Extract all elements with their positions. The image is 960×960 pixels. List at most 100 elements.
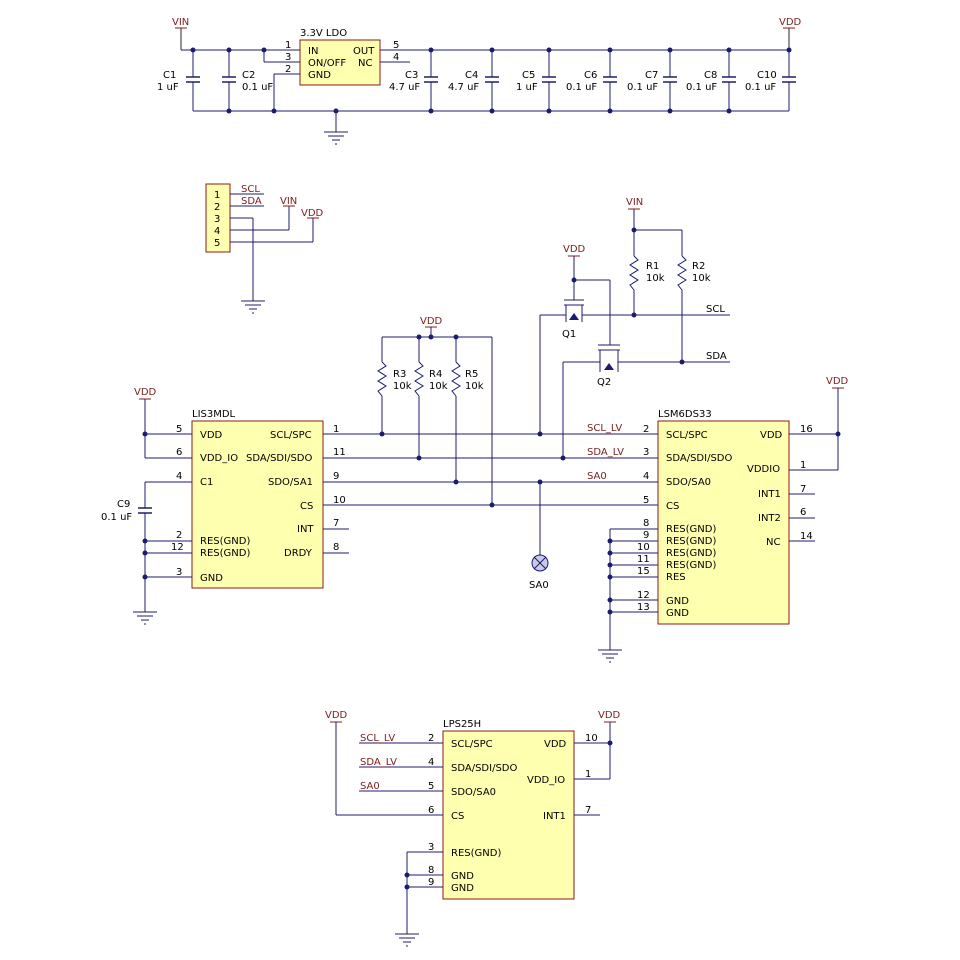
lis3mdl-pin-drdy: DRDY [284, 548, 313, 559]
lis-vdd-label: VDD [134, 387, 157, 398]
lis3mdl-num-4: 4 [176, 471, 182, 482]
lsm-num-15: 15 [637, 566, 650, 577]
sda-net-label: SDA [706, 351, 727, 362]
header-vin-label: VIN [280, 196, 297, 207]
lsm-num-16: 16 [800, 424, 813, 435]
bus-sda-lv-label: SDA_LV [587, 447, 624, 458]
lps-num-7: 7 [585, 805, 591, 816]
header-pin-4: 4 [214, 226, 220, 237]
q-vdd-label: VDD [563, 244, 586, 255]
ground-symbol-ldo [324, 131, 348, 145]
transistor-q2: Q2 [563, 344, 730, 388]
lis3mdl-num-9: 9 [333, 471, 339, 482]
vdd-label: VDD [779, 17, 802, 28]
lsm-pin-int2: INT2 [758, 513, 781, 524]
lis3mdl-num-11: 11 [333, 447, 346, 458]
ldo-regulator [299, 39, 381, 86]
c5-value: 1 uF [516, 82, 538, 93]
c5-ref: C5 [522, 70, 535, 81]
lsm-num-14: 14 [800, 531, 813, 542]
r4-ref: R4 [429, 369, 442, 380]
lps-num-3: 3 [428, 842, 434, 853]
lps-sda-lv-label: SDA_LV [360, 757, 397, 768]
bus-num-2: 2 [643, 424, 649, 435]
bus-num-3: 3 [643, 447, 649, 458]
bus-sa0-label: SA0 [587, 471, 607, 482]
c9-ref: C9 [117, 499, 130, 510]
lps-scl-lv-label: SCL_LV [360, 733, 395, 744]
lsm-pin-res-8: RES(GND) [666, 524, 716, 535]
bus-num-5: 5 [643, 495, 649, 506]
bus-num-4: 4 [643, 471, 649, 482]
lps-num-8: 8 [428, 865, 434, 876]
ldo-pin-out: OUT [353, 46, 375, 57]
capacitor-c7: C7 0.1 uF [627, 50, 677, 111]
level-shifter: VDD VIN R1 10k R2 10k [539, 197, 730, 458]
lis3mdl-pin-gnd: GND [200, 573, 223, 584]
lis3mdl-pin-res-12: RES(GND) [200, 548, 250, 559]
capacitor-c8: C8 0.1 uF [686, 50, 736, 111]
c4-value: 4.7 uF [448, 82, 479, 93]
r1-value: 10k [646, 273, 665, 284]
vin-label: VIN [172, 17, 189, 28]
lis3mdl-pin-vdd: VDD [200, 430, 223, 441]
lps-num-6: 6 [428, 805, 434, 816]
lsm-num-7: 7 [800, 484, 806, 495]
lis3mdl-pin-cs: CS [300, 501, 313, 512]
ldo-pin-num-1: 1 [285, 40, 291, 51]
capacitor-c5: C5 1 uF [516, 50, 556, 111]
lis3mdl-num-8: 8 [333, 542, 339, 553]
c2-ref: C2 [242, 70, 255, 81]
transistor-q1: Q1 [540, 299, 730, 340]
lps-num-4: 4 [428, 757, 434, 768]
lps-sa0-label: SA0 [360, 781, 380, 792]
ldo-pin-onoff: ON/OFF [308, 58, 346, 69]
lsm-pin-scl: SCL/SPC [666, 430, 708, 441]
capacitor-c4: C4 4.7 uF [448, 50, 499, 111]
r1-ref: R1 [646, 261, 659, 272]
ldo-pin-num-2: 2 [285, 64, 291, 75]
lps-pin-int1: INT1 [543, 811, 566, 822]
power-section: VIN VDD 3.3V LDO IN ON/OFF GND OUT NC 1 … [157, 17, 802, 145]
lsm-num-13: 13 [637, 602, 650, 613]
lsm-pin-sda: SDA/SDI/SDO [666, 453, 732, 464]
lsm-num-10: 10 [637, 542, 650, 553]
c4-ref: C4 [465, 70, 478, 81]
ldo-pin-nc: NC [358, 58, 372, 69]
lps-num-10: 10 [585, 733, 598, 744]
power-junctions [190, 47, 792, 114]
lis3mdl-pin-c1: C1 [200, 477, 213, 488]
lis3mdl-chip [191, 420, 324, 589]
lsm-num-1: 1 [800, 460, 806, 471]
lis3mdl-pin-sda: SDA/SDI/SDO [246, 453, 312, 464]
c6-value: 0.1 uF [566, 82, 597, 93]
capacitor-c2: C2 0.1 uF [222, 50, 273, 111]
lps-pin-res: RES(GND) [451, 848, 501, 859]
lsm-pin-gnd-13: GND [666, 608, 689, 619]
ldo-pin-in: IN [308, 46, 318, 57]
sa0-test-point-label: SA0 [529, 580, 549, 591]
pullup-resistors: VDD R3 10k R4 10k R5 10k [377, 316, 484, 482]
lps-pin-cs: CS [451, 811, 464, 822]
r-vdd-label: VDD [420, 316, 443, 327]
lis3mdl-num-1: 1 [333, 424, 339, 435]
r-vin-label: VIN [626, 197, 643, 208]
lsm-vdd-label: VDD [826, 376, 849, 387]
lps-pin-sda: SDA/SDI/SDO [451, 763, 517, 774]
lps-num-1: 1 [585, 769, 591, 780]
r3-value: 10k [393, 381, 412, 392]
capacitor-c6: C6 0.1 uF [566, 50, 617, 111]
header-body [205, 183, 231, 253]
lps25h-name: LPS25H [443, 719, 481, 730]
lps-pin-gnd-8: GND [451, 871, 474, 882]
lsm-pin-vdd: VDD [760, 430, 783, 441]
lps-num-2: 2 [428, 733, 434, 744]
capacitor-c10: C10 0.1 uF [745, 50, 796, 111]
r4-value: 10k [429, 381, 448, 392]
lsm-pin-nc: NC [766, 537, 780, 548]
lis3mdl-num-10: 10 [333, 495, 346, 506]
r5-ref: R5 [465, 369, 478, 380]
lsm6ds33-name: LSM6DS33 [658, 409, 712, 420]
header-scl-label: SCL [241, 184, 260, 195]
